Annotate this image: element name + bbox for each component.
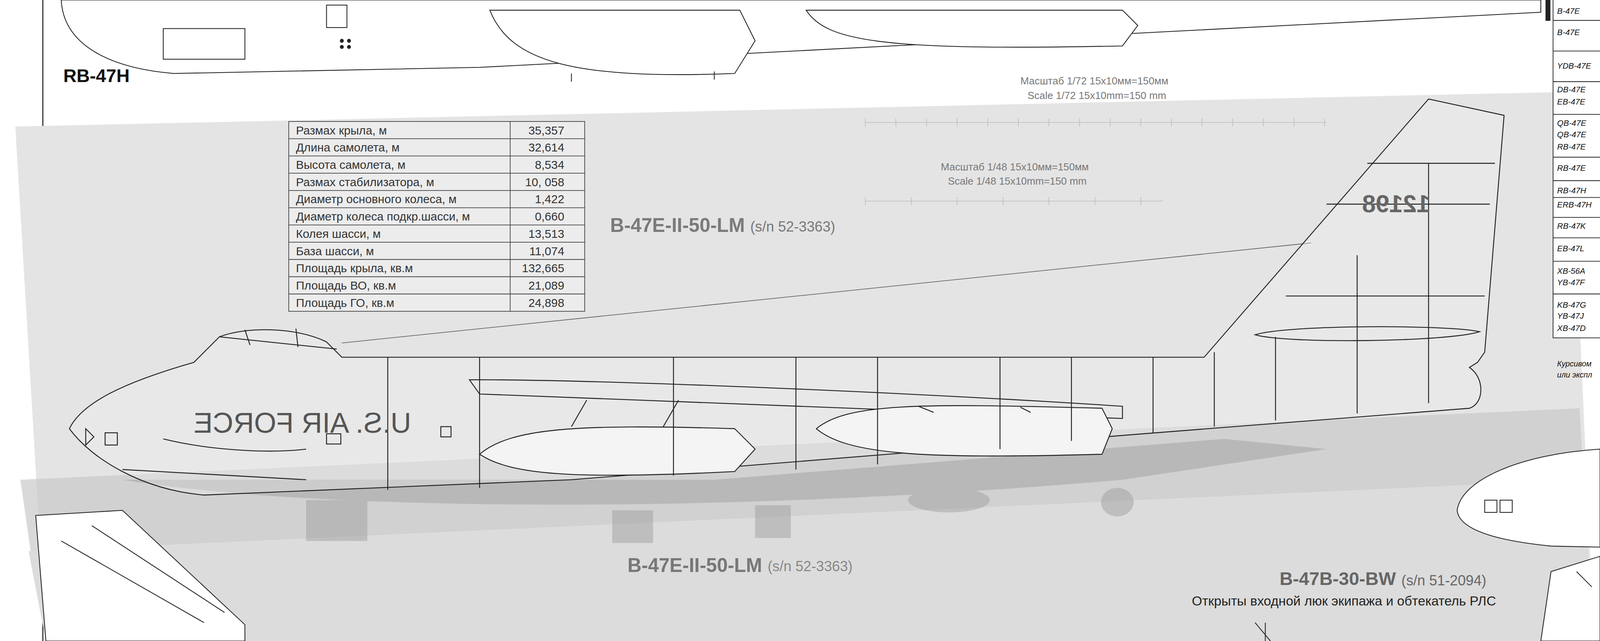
index-entry: XB-47D bbox=[1557, 323, 1586, 333]
index-note: Курсивом bbox=[1557, 359, 1592, 369]
index-entry: YDB-47E bbox=[1557, 61, 1591, 71]
scale-note: Масштаб 1/48 15x10мм=150мм bbox=[940, 161, 1089, 174]
index-entry: RB-47H bbox=[1557, 185, 1587, 196]
index-entry: YB-47J bbox=[1557, 311, 1584, 321]
table-cell: Колея шасси, м bbox=[295, 227, 381, 241]
table-cell: Площадь ГО, кв.м bbox=[295, 296, 395, 310]
table-cell: 1,422 bbox=[534, 192, 565, 206]
table-cell: 8,534 bbox=[534, 158, 565, 172]
table-cell: Диаметр основного колеса, м bbox=[295, 192, 457, 206]
scale-note: Scale 1/72 15x10mm=150 mm bbox=[1027, 89, 1167, 102]
table-cell: 24,898 bbox=[528, 296, 565, 310]
index-entry: EB-47L bbox=[1557, 243, 1585, 254]
table-cell: Размах стабилизатора, м bbox=[295, 175, 434, 189]
table-cell: 10, 058 bbox=[525, 175, 565, 189]
table-cell: 32,614 bbox=[528, 140, 565, 155]
scale-note: Scale 1/48 15x10mm=150 mm bbox=[947, 175, 1087, 188]
table-cell: 0,660 bbox=[534, 209, 565, 224]
scale-note: Масштаб 1/72 15x10мм=150мм bbox=[1020, 75, 1169, 88]
index-entry: RB-47K bbox=[1557, 221, 1586, 231]
table-cell: Размах крыла, м bbox=[295, 123, 387, 138]
serial-number: (s/n 51-2094) bbox=[1401, 572, 1487, 589]
table-cell: 21,089 bbox=[528, 278, 565, 293]
index-entry: B-47E bbox=[1557, 6, 1580, 16]
index-entry: EB-47E bbox=[1557, 97, 1586, 107]
table-cell: 132,665 bbox=[521, 261, 565, 275]
photo-marking: 12198 bbox=[1362, 189, 1431, 218]
aircraft-designation: B-47E-II-50-LM bbox=[610, 214, 745, 237]
table-cell: Диаметр колеса подкр.шасси, м bbox=[295, 209, 470, 224]
serial-number: (s/n 52-3363) bbox=[767, 558, 853, 575]
view-title: RB-47H bbox=[63, 65, 130, 87]
table-cell: Площадь крыла, кв.м bbox=[295, 261, 414, 275]
photo-marking: U.S. AIR FORCE bbox=[193, 406, 412, 440]
index-note: или экспл bbox=[1557, 370, 1593, 380]
serial-number: (s/n 52-3363) bbox=[750, 218, 836, 236]
aircraft-designation: B-47B-30-BW bbox=[1279, 568, 1397, 590]
table-cell: 35,357 bbox=[528, 123, 565, 138]
aircraft-designation: B-47E-II-50-LM bbox=[627, 554, 763, 577]
table-cell: Длина самолета, м bbox=[295, 140, 400, 155]
table-cell: База шасси, м bbox=[295, 244, 374, 258]
table-cell: 13,513 bbox=[528, 227, 565, 241]
index-entry: DB-47E bbox=[1557, 84, 1586, 95]
index-entry: KB-47G bbox=[1557, 300, 1587, 310]
index-entry: QB-47E bbox=[1557, 118, 1587, 128]
index-entry: RB-47E bbox=[1557, 142, 1586, 152]
table-cell: Площадь ВО, кв.м bbox=[295, 278, 397, 293]
photo-caption: Открыты входной люк экипажа и обтекатель… bbox=[1191, 593, 1496, 610]
table-cell: Высота самолета, м bbox=[295, 158, 406, 172]
index-entry: YB-47F bbox=[1557, 277, 1585, 288]
index-entry: RB-47E bbox=[1557, 163, 1586, 173]
index-entry: B-47E bbox=[1557, 27, 1580, 38]
table-cell: 11,074 bbox=[529, 244, 565, 258]
index-entry: ERB-47H bbox=[1557, 200, 1592, 210]
index-entry: QB-47E bbox=[1557, 129, 1587, 140]
index-entry: XB-56A bbox=[1557, 266, 1586, 276]
